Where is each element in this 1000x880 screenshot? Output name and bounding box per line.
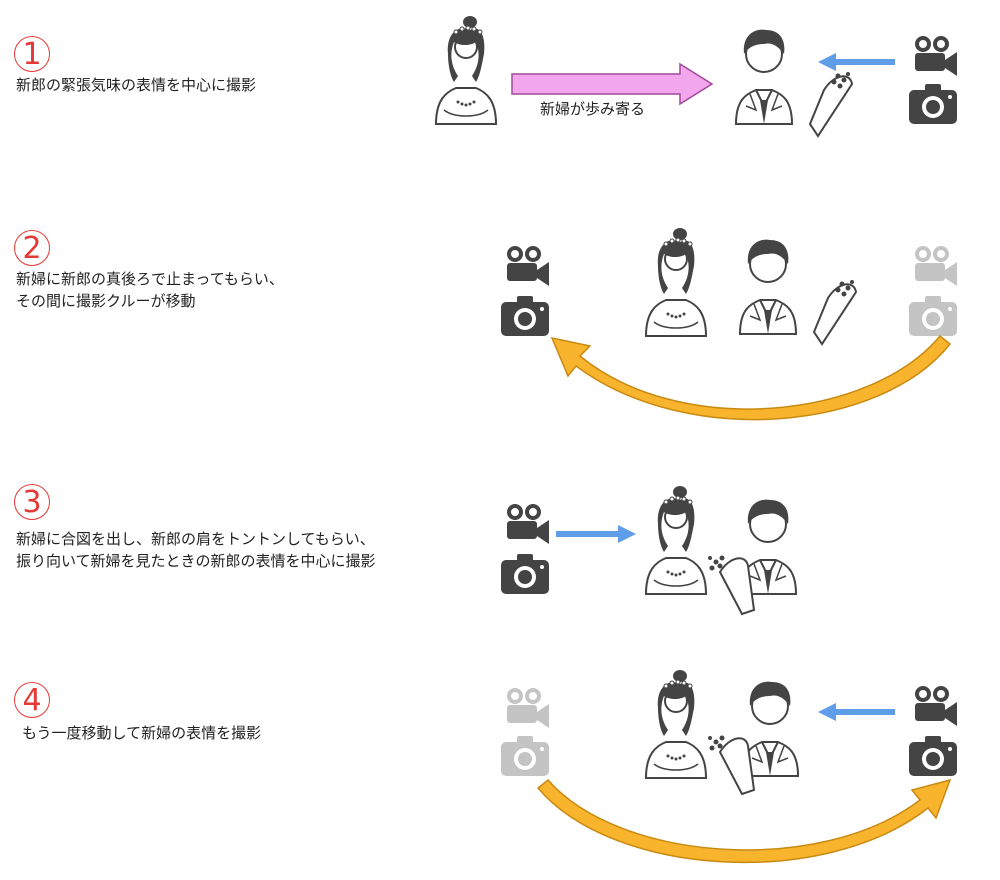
photo-camera-icon bbox=[909, 296, 957, 336]
step-number: 1 bbox=[14, 36, 50, 72]
groom-icon bbox=[740, 681, 800, 777]
camera-focus-arrow bbox=[818, 703, 895, 721]
step-1-diagram bbox=[434, 16, 957, 138]
video-camera-icon bbox=[915, 36, 957, 76]
bouquet-icon bbox=[812, 280, 858, 346]
video-camera-icon bbox=[507, 688, 549, 728]
groom-icon bbox=[734, 29, 794, 125]
video-camera-icon bbox=[915, 686, 957, 726]
step-description-line: その間に撮影クルーが移動 bbox=[16, 292, 196, 310]
crew-move-arrow bbox=[550, 334, 952, 421]
step-1-caption: 新婦が歩み寄る bbox=[540, 100, 646, 118]
step-description: 新婦に合図を出し、新郎の肩をトントンしてもらい、 振り向いて新婦を見たときの新郎… bbox=[16, 528, 376, 572]
video-camera-icon bbox=[507, 246, 549, 286]
camera-focus-arrow bbox=[556, 525, 636, 543]
step-description-line: 新郎の緊張気味の表情を中心に撮影 bbox=[16, 76, 257, 94]
step-description: もう一度移動して新婦の表情を撮影 bbox=[16, 722, 261, 744]
step-number: 4 bbox=[14, 682, 50, 718]
video-camera-icon bbox=[507, 504, 549, 544]
camera-focus-arrow bbox=[818, 53, 895, 71]
step-description-line: 新婦に合図を出し、新郎の肩をトントンしてもらい、 bbox=[16, 530, 375, 548]
photo-camera-icon bbox=[501, 554, 549, 594]
groom-icon bbox=[738, 499, 798, 595]
bouquet-icon bbox=[708, 555, 756, 616]
step-description: 新婦に新郎の真後ろで止まってもらい、 その間に撮影クルーが移動 bbox=[16, 268, 284, 312]
bouquet-icon bbox=[808, 72, 854, 138]
bride-walk-arrow bbox=[511, 62, 714, 106]
crew-move-arrow bbox=[536, 778, 952, 864]
bouquet-icon bbox=[708, 735, 756, 796]
bride-icon bbox=[644, 228, 708, 337]
step-description-line: 振り向いて新婦を見たときの新郎の表情を中心に撮影 bbox=[16, 552, 376, 570]
photo-camera-icon bbox=[909, 736, 957, 776]
photo-camera-icon bbox=[501, 736, 549, 776]
groom-icon bbox=[738, 239, 798, 335]
step-number: 2 bbox=[14, 230, 50, 266]
photo-camera-icon bbox=[501, 296, 549, 336]
step-description-line: もう一度移動して新婦の表情を撮影 bbox=[22, 724, 262, 742]
photo-camera-icon bbox=[909, 84, 957, 124]
step-number: 3 bbox=[14, 484, 50, 520]
bride-icon bbox=[644, 486, 708, 595]
video-camera-icon bbox=[915, 246, 957, 286]
step-2-diagram bbox=[501, 228, 957, 421]
step-description: 新郎の緊張気味の表情を中心に撮影 bbox=[16, 74, 256, 96]
step-description-line: 新婦に新郎の真後ろで止まってもらい、 bbox=[16, 270, 284, 288]
bride-icon bbox=[644, 670, 708, 779]
bride-icon bbox=[434, 16, 498, 125]
step-3-diagram bbox=[501, 486, 798, 616]
